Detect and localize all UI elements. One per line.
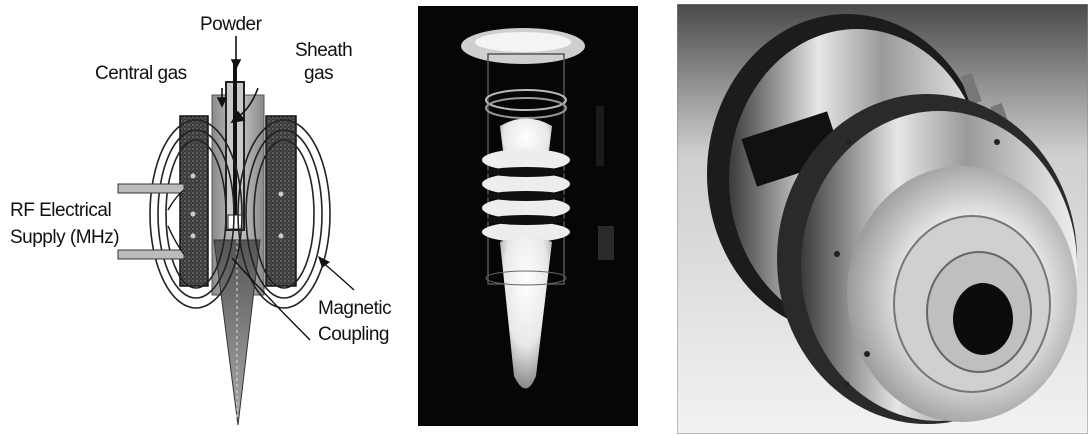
torch-hardware-photo-image — [677, 4, 1088, 434]
torch-hardware-photo — [677, 4, 1088, 434]
label-sheath-gas-2: gas — [304, 63, 333, 85]
label-powder: Powder — [200, 14, 261, 36]
plasma-torch-photo — [418, 6, 638, 426]
label-coupling: Coupling — [318, 324, 389, 346]
label-rf-supply-2: Supply (MHz) — [10, 227, 119, 249]
plasma-torch-photo-image — [418, 6, 638, 426]
torch-schematic: Powder Central gas Sheath gas RF Electri… — [0, 0, 415, 435]
label-magnetic: Magnetic — [318, 298, 391, 320]
label-rf-supply-1: RF Electrical — [10, 200, 111, 222]
label-central-gas: Central gas — [95, 63, 187, 85]
label-sheath-gas-1: Sheath — [295, 40, 352, 62]
